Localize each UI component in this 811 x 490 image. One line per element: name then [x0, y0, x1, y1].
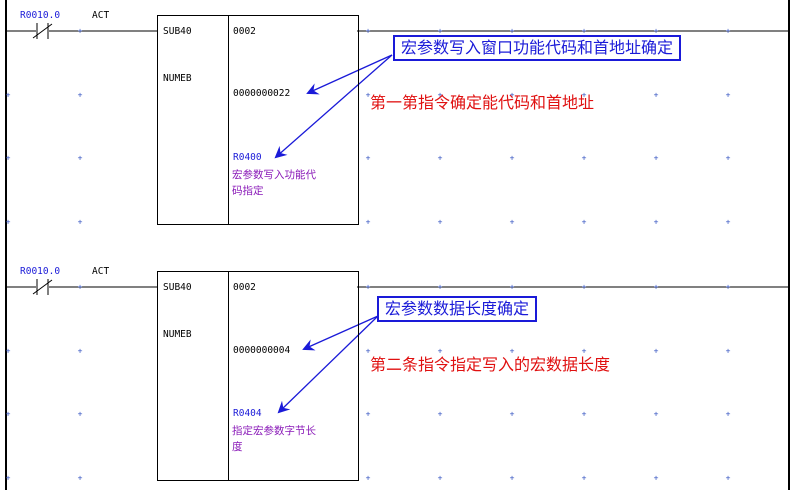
output-comment-line1: 指定宏参数字节长 [232, 425, 316, 437]
grid-dot: + [6, 154, 11, 163]
grid-dot: + [366, 283, 371, 292]
contact-address-label: R0010.0 [20, 266, 61, 277]
grid-dot: + [510, 27, 515, 36]
arrow-to-data-value-2 [302, 315, 379, 351]
grid-dots: + + + + + + + + + + + + + + + + + + + + + + + + + + + + + + + + + + + + + + + +… [6, 27, 731, 483]
function-block-divider [228, 16, 229, 224]
grid-dot: + [366, 91, 371, 100]
param-label: NUMEB [163, 73, 192, 84]
grid-dot: + [654, 474, 659, 483]
grid-dot: + [654, 283, 659, 292]
grid-dot: + [438, 347, 443, 356]
function-name: SUB40 [163, 282, 192, 293]
grid-dot: + [582, 27, 587, 36]
output-comment-line2: 度 [232, 441, 243, 453]
grid-dot: + [654, 154, 659, 163]
grid-dot: + [366, 218, 371, 227]
grid-dot: + [366, 474, 371, 483]
grid-dot: + [78, 91, 83, 100]
grid-dot: + [6, 218, 11, 227]
grid-dot: + [654, 91, 659, 100]
grid-dot: + [78, 283, 83, 292]
act-label: ACT [92, 10, 110, 21]
grid-dot: + [366, 410, 371, 419]
grid-dot: + [6, 410, 11, 419]
grid-dot: + [582, 474, 587, 483]
grid-dot: + [726, 218, 731, 227]
grid-dot: + [654, 347, 659, 356]
callout-box-2: 宏参数数据长度确定 [377, 296, 538, 322]
grid-dot: + [438, 27, 443, 36]
param-label: NUMEB [163, 329, 192, 340]
data-value: 0000000022 [233, 88, 291, 99]
data-value: 0000000004 [233, 345, 291, 356]
output-comment-line1: 宏参数写入功能代 [232, 169, 316, 181]
grid-dot: + [438, 91, 443, 100]
output-address: R0404 [233, 408, 262, 419]
arrow-to-data-value-1 [306, 54, 393, 95]
grid-dot: + [510, 474, 515, 483]
grid-dot: + [582, 283, 587, 292]
grid-dot: + [510, 283, 515, 292]
arrow-to-output-address-2 [277, 315, 379, 414]
grid-dot: + [654, 218, 659, 227]
grid-dot: + [438, 474, 443, 483]
right-power-rail [788, 0, 790, 490]
annotation-note-1: 第一第指令确定能代码和首地址 [370, 93, 595, 112]
grid-dot: + [510, 154, 515, 163]
arrow-to-output-address-1 [274, 54, 393, 159]
grid-dot: + [78, 347, 83, 356]
sub40-function-block[interactable] [157, 15, 359, 225]
grid-dot: + [366, 27, 371, 36]
contact-address-label: R0010.0 [20, 10, 61, 21]
grid-dot: + [6, 347, 11, 356]
annotation-note-2: 第二条指令指定写入的宏数据长度 [370, 355, 611, 374]
callout-box-1: 宏参数写入窗口功能代码和首地址确定 [393, 35, 682, 61]
grid-dot: + [582, 347, 587, 356]
grid-dot: + [582, 410, 587, 419]
grid-dot: + [726, 283, 731, 292]
grid-dot: + [78, 154, 83, 163]
grid-dot: + [654, 410, 659, 419]
grid-dot: + [582, 91, 587, 100]
left-power-rail [5, 0, 7, 490]
grid-dot: + [6, 91, 11, 100]
grid-dot: + [78, 474, 83, 483]
grid-dot: + [726, 27, 731, 36]
function-block-divider [228, 272, 229, 480]
act-label: ACT [92, 266, 110, 277]
grid-dot: + [78, 410, 83, 419]
grid-dot: + [726, 91, 731, 100]
output-comment-line2: 码指定 [232, 185, 264, 197]
grid-dot: + [366, 347, 371, 356]
grid-dot: + [726, 154, 731, 163]
rung-2-contact-nc[interactable] [32, 279, 53, 295]
grid-dot: + [78, 218, 83, 227]
grid-dot: + [726, 474, 731, 483]
grid-dot: + [438, 154, 443, 163]
grid-dot: + [438, 410, 443, 419]
grid-dot: + [726, 347, 731, 356]
format-value: 0002 [233, 282, 256, 293]
grid-dot: + [510, 347, 515, 356]
function-name: SUB40 [163, 26, 192, 37]
format-value: 0002 [233, 26, 256, 37]
grid-dot: + [726, 410, 731, 419]
grid-dot: + [510, 91, 515, 100]
grid-dot: + [6, 474, 11, 483]
grid-dot: + [438, 218, 443, 227]
grid-dot: + [582, 154, 587, 163]
grid-dot: + [654, 27, 659, 36]
sub40-function-block[interactable] [157, 271, 359, 481]
callout-arrows [274, 54, 393, 414]
rung-1-contact-nc[interactable] [32, 23, 53, 39]
grid-dot: + [510, 410, 515, 419]
grid-dot: + [438, 283, 443, 292]
output-address: R0400 [233, 152, 262, 163]
grid-dot: + [582, 218, 587, 227]
grid-dot: + [510, 218, 515, 227]
grid-dot: + [78, 27, 83, 36]
grid-dot: + [366, 154, 371, 163]
